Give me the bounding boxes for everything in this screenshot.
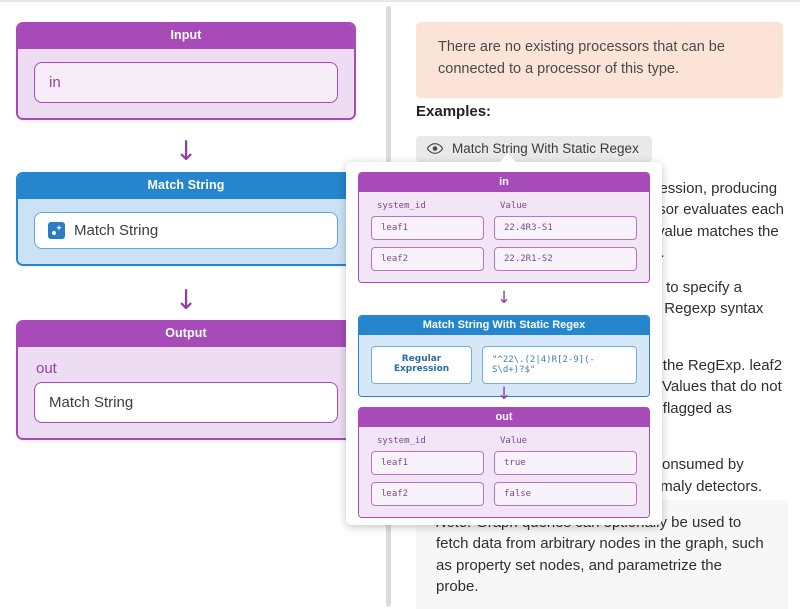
note-text: Graph queries can optionally be used to … [436,514,764,595]
graph-node-processor[interactable]: Match String Match String [16,172,356,266]
popup-node-in-body: system_id Value leaf1 22.4R3-S1 leaf2 22… [359,192,649,282]
popup-flow-arrow-in-to-processor: ↓ [496,288,512,308]
popup-in-row: leaf2 22.2R1-S2 [371,247,637,271]
flow-arrow-processor-to-output: ↓ [174,285,198,316]
popup-in-row-1-value: 22.2R1-S2 [494,247,637,271]
popup-in-row-1-key: leaf2 [371,247,484,271]
match-string-icon [48,221,65,239]
popup-processor-property-value: "^22\.(2|4)R[2-9](-S\d+)?$" [482,346,637,384]
popup-node-out-title: out [359,408,649,427]
output-value-field[interactable]: Match String [34,381,338,423]
popup-out-row: leaf2 false [371,482,637,506]
graph-node-input[interactable]: Input in [16,22,356,120]
examples-heading: Examples: [416,103,492,120]
popup-out-row-1-key: leaf2 [371,482,484,506]
example-chip-label: Match String With Static Regex [452,141,639,156]
input-port-field[interactable]: in [34,61,338,103]
popup-node-out: out system_id Value leaf1 true leaf2 fal… [358,407,650,518]
graph-node-output[interactable]: Output out Match String [16,320,356,440]
output-port-label: out [36,359,57,377]
popup-in-row-0-key: leaf1 [371,216,484,240]
eye-icon [427,143,443,154]
popup-in-column-headers: system_id Value [371,201,637,216]
popup-in-row: leaf1 22.4R3-S1 [371,216,637,240]
graph-node-input-body: in [18,48,354,118]
popup-arrow-tip [499,153,517,163]
note-box: Note: Graph queries can optionally be us… [416,500,788,609]
popup-in-col-system-id: system_id [377,201,426,211]
processor-graph-pane: Input in ↓ Match String Match String ↓ O… [0,2,382,609]
popup-in-row-0-value: 22.4R3-S1 [494,216,637,240]
processor-select-field[interactable]: Match String [34,211,338,249]
popup-processor-property-row: Regular Expression "^22\.(2|4)R[2-9](-S\… [371,346,637,384]
popup-out-row-0-key: leaf1 [371,451,484,475]
popup-node-processor: Match String With Static Regex Regular E… [358,315,650,397]
popup-out-col-value: Value [500,436,528,446]
popup-out-row: leaf1 true [371,451,637,475]
popup-processor-property-label: Regular Expression [371,346,472,384]
example-chip-match-string-with-static-regex[interactable]: Match String With Static Regex [416,136,652,162]
popup-node-in: in system_id Value leaf1 22.4R3-S1 leaf2… [358,172,650,283]
no-processors-alert: There are no existing processors that ca… [416,22,783,98]
popup-flow-arrow-processor-to-out: ↓ [496,384,512,404]
popup-node-in-title: in [359,173,649,192]
popup-out-row-1-value: false [494,482,637,506]
popup-in-col-value: Value [500,201,528,211]
flow-arrow-input-to-processor: ↓ [174,136,198,167]
graph-node-processor-title: Match String [18,174,354,199]
popup-node-out-body: system_id Value leaf1 true leaf2 false [359,427,649,517]
graph-node-input-title: Input [18,24,354,49]
popup-out-column-headers: system_id Value [371,436,637,451]
graph-node-processor-body: Match String [18,198,354,264]
popup-node-processor-body: Regular Expression "^22\.(2|4)R[2-9](-S\… [359,335,649,396]
popup-out-row-0-value: true [494,451,637,475]
popup-node-processor-title: Match String With Static Regex [359,316,649,335]
popup-out-col-system-id: system_id [377,436,426,446]
graph-node-output-body: out Match String [18,346,354,438]
example-preview-popup: in system_id Value leaf1 22.4R3-S1 leaf2… [346,153,662,525]
processor-select-value: Match String [74,221,159,239]
graph-node-output-title: Output [18,322,354,347]
